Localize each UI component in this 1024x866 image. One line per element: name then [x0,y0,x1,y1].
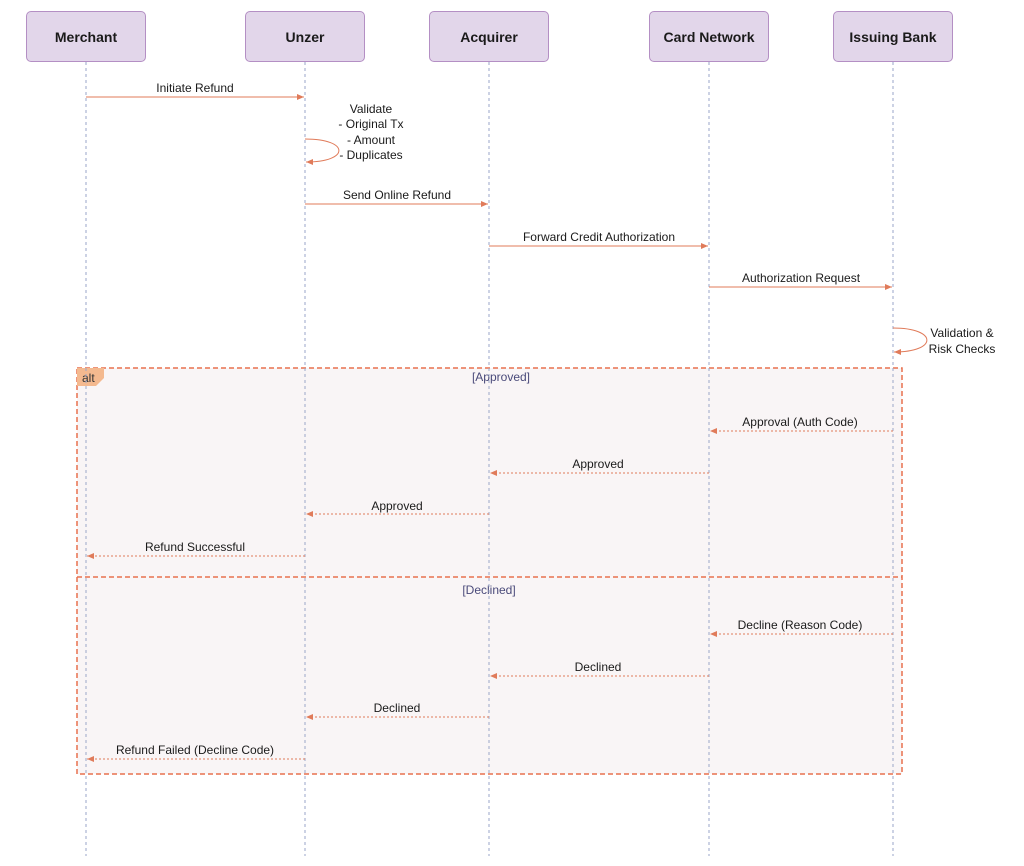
alt-tab [77,368,104,386]
lifelines [85,62,894,856]
arrow-validation-self [892,327,928,355]
msg-validate-2: - Original Tx [338,117,403,131]
approved-guard: [Approved] [472,370,530,384]
msg-refund-successful: Refund Successful [145,540,245,554]
participant-card-network: Card Network [649,11,769,62]
alt-label: alt [82,371,95,385]
msg-refund-failed: Refund Failed (Decline Code) [116,743,274,757]
participant-issuing-bank: Issuing Bank [833,11,953,62]
msg-validate-1: Validate [350,102,393,116]
msg-approval-auth-code: Approval (Auth Code) [742,415,857,429]
msg-decline-reason-code: Decline (Reason Code) [738,618,863,632]
arrow-validate-self [304,138,340,165]
msg-declined-acquirer: Declined [374,701,421,715]
msg-validate-3: - Amount [347,133,396,147]
msg-send-online-refund: Send Online Refund [343,188,451,202]
msg-approved-acquirer: Approved [371,499,422,513]
msg-forward-credit-auth: Forward Credit Authorization [523,230,675,244]
msg-auth-request: Authorization Request [742,271,861,285]
participant-acquirer: Acquirer [429,11,549,62]
msg-initiate-refund: Initiate Refund [156,81,233,95]
participant-unzer: Unzer [245,11,365,62]
msg-declined-network: Declined [575,660,622,674]
msg-validate-4: - Duplicates [339,148,402,162]
msg-validation-risk-2: Risk Checks [929,342,996,356]
msg-validation-risk-1: Validation & [930,326,993,340]
participant-merchant: Merchant [26,11,146,62]
msg-approved-network: Approved [572,457,623,471]
